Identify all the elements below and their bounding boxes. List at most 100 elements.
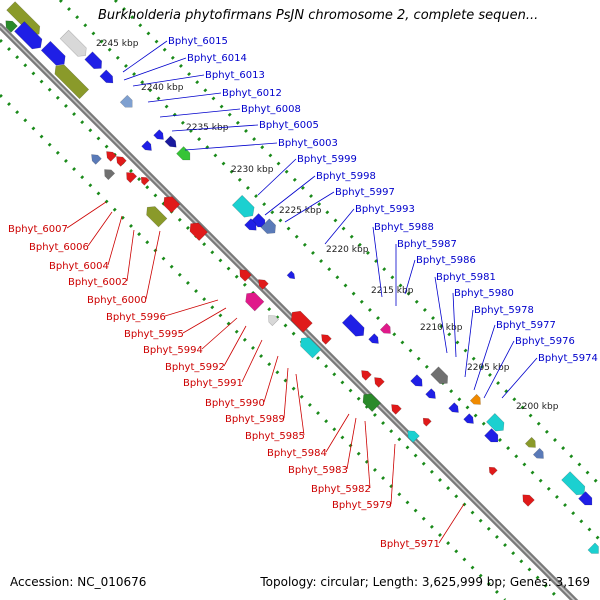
reverse-gene-feature[interactable] xyxy=(372,375,385,388)
scale-label: 2240 kbp xyxy=(141,83,184,93)
reverse-gene-label[interactable]: Bphyt_5996 xyxy=(106,312,166,323)
forward-gene-label[interactable]: Bphyt_5981 xyxy=(436,272,496,283)
reverse-gene-feature[interactable] xyxy=(143,203,168,228)
reverse-gene-label[interactable]: Bphyt_6002 xyxy=(68,277,128,288)
forward-gene-feature[interactable] xyxy=(578,491,596,509)
forward-gene-feature[interactable] xyxy=(532,447,546,461)
reverse-gene-feature[interactable] xyxy=(487,465,498,476)
forward-gene-feature[interactable] xyxy=(14,21,45,52)
forward-gene-feature[interactable] xyxy=(524,436,538,450)
reverse-gene-label[interactable]: Bphyt_5971 xyxy=(380,539,440,550)
forward-gene-label[interactable]: Bphyt_6013 xyxy=(205,70,265,81)
reverse-gene-feature[interactable] xyxy=(297,334,322,359)
reverse-gene-feature[interactable] xyxy=(123,169,138,184)
forward-gene-feature[interactable] xyxy=(260,218,279,237)
reverse-gene-label[interactable]: Bphyt_6006 xyxy=(29,242,89,253)
reverse-gene-feature[interactable] xyxy=(242,289,265,312)
forward-gene-feature[interactable] xyxy=(430,366,452,388)
reverse-gene-feature[interactable] xyxy=(114,154,127,167)
reverse-gene-label[interactable]: Bphyt_5991 xyxy=(183,378,243,389)
forward-gene-label[interactable]: Bphyt_5997 xyxy=(335,187,395,198)
forward-gene-feature[interactable] xyxy=(368,333,382,347)
reverse-gene-label[interactable]: Bphyt_5982 xyxy=(311,484,371,495)
forward-gene-label[interactable]: Bphyt_5977 xyxy=(496,320,556,331)
reverse-gene-feature[interactable] xyxy=(101,166,116,181)
reverse-gene-label[interactable]: Bphyt_5985 xyxy=(245,431,305,442)
forward-gene-feature[interactable] xyxy=(410,374,426,390)
reverse-gene-feature[interactable] xyxy=(51,61,90,100)
reverse-gene-feature[interactable] xyxy=(288,308,313,333)
reverse-gene-feature[interactable] xyxy=(186,219,208,241)
reverse-gene-label[interactable]: Bphyt_6000 xyxy=(87,295,147,306)
reverse-gene-feature[interactable] xyxy=(3,18,18,33)
reverse-gene-feature[interactable] xyxy=(265,312,280,327)
forward-gene-feature[interactable] xyxy=(587,542,600,557)
forward-gene-feature[interactable] xyxy=(99,69,116,86)
reverse-gene-feature[interactable] xyxy=(319,332,332,345)
reverse-gene-feature[interactable] xyxy=(405,428,420,443)
forward-gene-feature[interactable] xyxy=(244,218,260,234)
forward-gene-label[interactable]: Bphyt_6005 xyxy=(259,120,319,131)
reverse-gene-label[interactable]: Bphyt_5979 xyxy=(332,500,392,511)
forward-gene-label[interactable]: Bphyt_6003 xyxy=(278,138,338,149)
reverse-gene-feature[interactable] xyxy=(389,402,402,415)
reverse-gene-feature[interactable] xyxy=(359,390,381,412)
forward-gene-feature[interactable] xyxy=(231,194,257,220)
reverse-gene-label[interactable]: Bphyt_5992 xyxy=(165,362,225,373)
forward-gene-feature[interactable] xyxy=(379,322,393,336)
reverse-gene-feature[interactable] xyxy=(256,277,269,290)
reverse-gene-label[interactable]: Bphyt_5989 xyxy=(225,414,285,425)
reverse-gene-label[interactable]: Bphyt_5994 xyxy=(143,345,203,356)
forward-gene-label[interactable]: Bphyt_5986 xyxy=(416,255,476,266)
forward-gene-feature[interactable] xyxy=(561,471,589,499)
forward-gene-feature[interactable] xyxy=(59,29,90,60)
forward-gene-feature[interactable] xyxy=(153,129,167,143)
forward-gene-label[interactable]: Bphyt_6015 xyxy=(168,36,228,47)
forward-gene-feature[interactable] xyxy=(84,51,106,73)
forward-gene-label[interactable]: Bphyt_5999 xyxy=(297,154,357,165)
reverse-gene-feature[interactable] xyxy=(160,193,181,214)
forward-gene-feature[interactable] xyxy=(286,270,297,281)
reverse-gene-feature[interactable] xyxy=(421,416,432,427)
forward-gene-feature[interactable] xyxy=(469,393,483,407)
forward-gene-leader xyxy=(264,175,316,216)
reverse-gene-label[interactable]: Bphyt_5995 xyxy=(124,329,184,340)
forward-gene-feature[interactable] xyxy=(164,135,179,150)
reverse-gene-leader xyxy=(346,417,357,470)
reverse-gene-leader xyxy=(295,373,305,436)
forward-gene-feature[interactable] xyxy=(341,313,367,339)
reverse-gene-label[interactable]: Bphyt_5984 xyxy=(267,448,327,459)
forward-gene-feature[interactable] xyxy=(448,402,462,416)
forward-gene-label[interactable]: Bphyt_5998 xyxy=(316,171,376,182)
reverse-gene-feature[interactable] xyxy=(104,149,117,162)
reverse-gene-feature[interactable] xyxy=(139,175,150,186)
reverse-gene-leader xyxy=(364,420,371,489)
reverse-gene-feature[interactable] xyxy=(237,267,252,282)
forward-gene-feature[interactable] xyxy=(425,388,439,402)
reverse-gene-label[interactable]: Bphyt_6004 xyxy=(49,261,109,272)
reverse-gene-leader xyxy=(241,339,263,383)
forward-gene-label[interactable]: Bphyt_5987 xyxy=(397,239,457,250)
reverse-gene-feature[interactable] xyxy=(520,492,535,507)
forward-gene-feature[interactable] xyxy=(119,94,136,111)
forward-gene-label[interactable]: Bphyt_5974 xyxy=(538,353,598,364)
forward-gene-label[interactable]: Bphyt_6014 xyxy=(187,53,247,64)
forward-gene-label[interactable]: Bphyt_5976 xyxy=(515,336,575,347)
forward-gene-feature[interactable] xyxy=(486,413,507,434)
forward-gene-feature[interactable] xyxy=(176,146,194,164)
forward-gene-feature[interactable] xyxy=(141,140,155,154)
reverse-gene-feature[interactable] xyxy=(359,368,372,381)
forward-gene-feature[interactable] xyxy=(484,428,502,446)
reverse-gene-label[interactable]: Bphyt_5990 xyxy=(205,398,265,409)
forward-gene-label[interactable]: Bphyt_6008 xyxy=(241,104,301,115)
reverse-gene-feature[interactable] xyxy=(89,152,102,165)
forward-gene-label[interactable]: Bphyt_6012 xyxy=(222,88,282,99)
forward-gene-label[interactable]: Bphyt_5993 xyxy=(355,204,415,215)
reverse-gene-label[interactable]: Bphyt_6007 xyxy=(8,224,68,235)
forward-gene-feature[interactable] xyxy=(463,413,477,427)
forward-gene-feature[interactable] xyxy=(40,40,69,69)
forward-gene-label[interactable]: Bphyt_5980 xyxy=(454,288,514,299)
reverse-gene-label[interactable]: Bphyt_5983 xyxy=(288,465,348,476)
forward-gene-label[interactable]: Bphyt_5988 xyxy=(374,222,434,233)
forward-gene-label[interactable]: Bphyt_5978 xyxy=(474,305,534,316)
